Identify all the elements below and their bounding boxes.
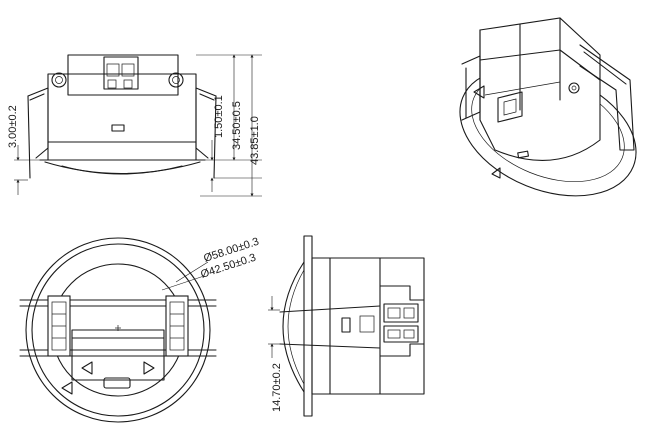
dim-total-height: 43.85±1.0: [249, 116, 261, 165]
side-view: 14.70±0.2: [268, 235, 425, 417]
isometric-view: [459, 17, 637, 197]
front-view: 3.00±0.2 1.50±0.1 34.50±0.5 43.85±1.0: [7, 54, 262, 197]
dim-body-height: 34.50±0.5: [231, 101, 243, 150]
dim-clip-height: 1.50±0.1: [213, 95, 225, 138]
dim-side-height: 14.70±0.2: [271, 363, 283, 412]
top-view: Ø58.00±0.3 Ø42.50±0.3: [19, 236, 261, 423]
dim-flange-offset: 3.00±0.2: [7, 105, 19, 148]
